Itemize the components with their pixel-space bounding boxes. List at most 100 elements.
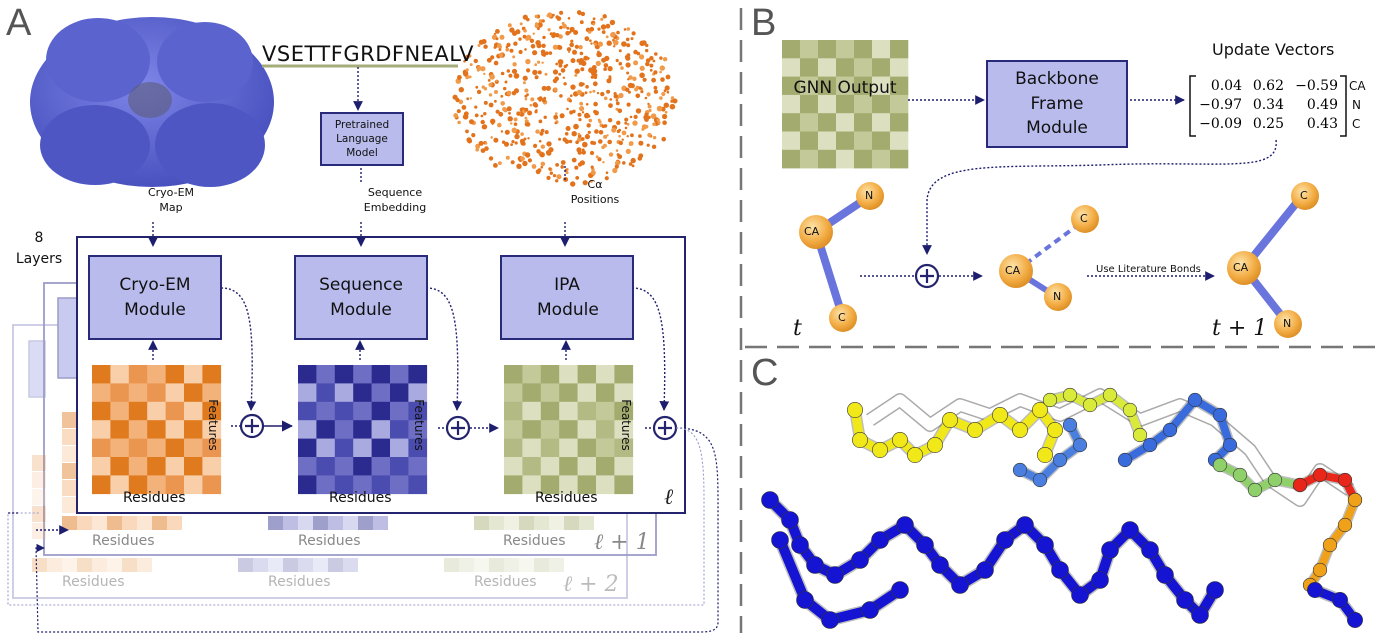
faded-cell [62, 429, 76, 445]
gnn-cell [800, 76, 819, 96]
calpha-point [518, 37, 522, 41]
calpha-point [516, 163, 522, 169]
gnn-cell [854, 149, 873, 169]
calpha-point [526, 68, 531, 73]
calpha-point [565, 126, 571, 131]
calpha-point [597, 118, 601, 122]
heatmap-cell [298, 475, 317, 495]
calpha-point [625, 148, 631, 154]
calpha-point [544, 130, 549, 135]
calpha-point [567, 17, 571, 20]
faded-cell [564, 516, 579, 530]
calpha-point [590, 180, 593, 183]
calpha-point [558, 72, 562, 76]
heatmap-cell [614, 457, 634, 476]
calpha-point [597, 157, 602, 162]
heatmap-cell [316, 365, 336, 384]
calpha-point [614, 164, 619, 169]
calpha-point [615, 99, 619, 102]
calpha-point [555, 163, 559, 167]
calpha-point [630, 37, 634, 41]
atom-label-n-t1: N [1283, 317, 1292, 330]
calpha-point [654, 52, 658, 56]
calpha-point [570, 94, 573, 97]
heatmap-cell [408, 420, 428, 439]
calpha-point [512, 31, 517, 36]
calpha-point [469, 119, 474, 125]
chain-atom [1102, 387, 1118, 403]
features-label-1: Features [205, 399, 220, 451]
heatmap-cell [614, 401, 634, 421]
heatmap-cell [202, 475, 222, 495]
faded-cell [474, 558, 489, 572]
calpha-point [660, 77, 665, 82]
calpha-point [621, 130, 627, 136]
faded-cell [62, 558, 77, 572]
heatmap-cell [147, 383, 166, 403]
calpha-point [588, 118, 593, 123]
calpha-point [493, 45, 497, 49]
faded-cell [62, 412, 76, 428]
calpha-point [607, 66, 613, 72]
faded-cell [489, 516, 504, 530]
heatmap-cell [408, 401, 428, 421]
chain-atom [1101, 541, 1119, 559]
calpha-point [506, 90, 512, 96]
residues-label-l1-2: Residues [298, 533, 361, 549]
calpha-point [483, 44, 488, 49]
heatmap-cell [184, 420, 203, 439]
chain-atom [1156, 566, 1174, 584]
faded-cell [32, 472, 46, 488]
matrix-cell: −0.09 [1199, 116, 1242, 132]
heatmap-cell [92, 365, 111, 384]
matrix-row-label-n: N [1352, 98, 1361, 112]
heatmap-cell [504, 365, 523, 384]
heatmap-cell [596, 365, 615, 384]
calpha-point [543, 115, 547, 120]
heatmap-cell [165, 475, 185, 495]
heatmap-cell [390, 438, 409, 458]
calpha-point [504, 80, 508, 84]
chain-atom [1337, 472, 1353, 488]
gnn-cell [854, 58, 873, 77]
calpha-point [465, 54, 470, 59]
calpha-point [617, 154, 623, 160]
calpha-point [541, 19, 545, 23]
heatmap-cell [334, 475, 354, 495]
heatmap-cell [390, 383, 409, 403]
calpha-point [595, 155, 599, 159]
time-label-t: t [793, 316, 802, 341]
heatmap-cell [353, 365, 372, 384]
calpha-point [535, 40, 541, 46]
calpha-point [539, 131, 544, 136]
faded-cell [107, 516, 122, 530]
calpha-point [508, 73, 513, 78]
calpha-point [493, 163, 498, 168]
calpha-point [524, 48, 527, 51]
chain-atom [1062, 417, 1078, 433]
chain-atom [1191, 606, 1209, 624]
heatmap-cell [504, 438, 523, 458]
calpha-point [555, 62, 559, 66]
calpha-point [487, 79, 491, 82]
gnn-cell [872, 58, 891, 77]
faded-cell [92, 516, 107, 530]
heatmap-cell [540, 401, 560, 421]
calpha-point [511, 68, 518, 74]
faded-cell [62, 516, 77, 530]
calpha-point [608, 103, 613, 108]
gnn-output-label: GNN Output [793, 78, 897, 98]
calpha-point [672, 98, 678, 104]
calpha-point [457, 120, 461, 125]
calpha-point [532, 50, 538, 56]
calpha-point [633, 60, 639, 66]
calpha-point [504, 141, 509, 147]
heatmap-cell [390, 401, 409, 421]
heatmap-cell [596, 401, 615, 421]
calpha-point [498, 52, 504, 58]
faded-cell [47, 558, 62, 572]
faded-cell [62, 463, 76, 479]
calpha-point [596, 51, 602, 58]
calpha-point [625, 87, 630, 93]
calpha-point [474, 113, 479, 118]
